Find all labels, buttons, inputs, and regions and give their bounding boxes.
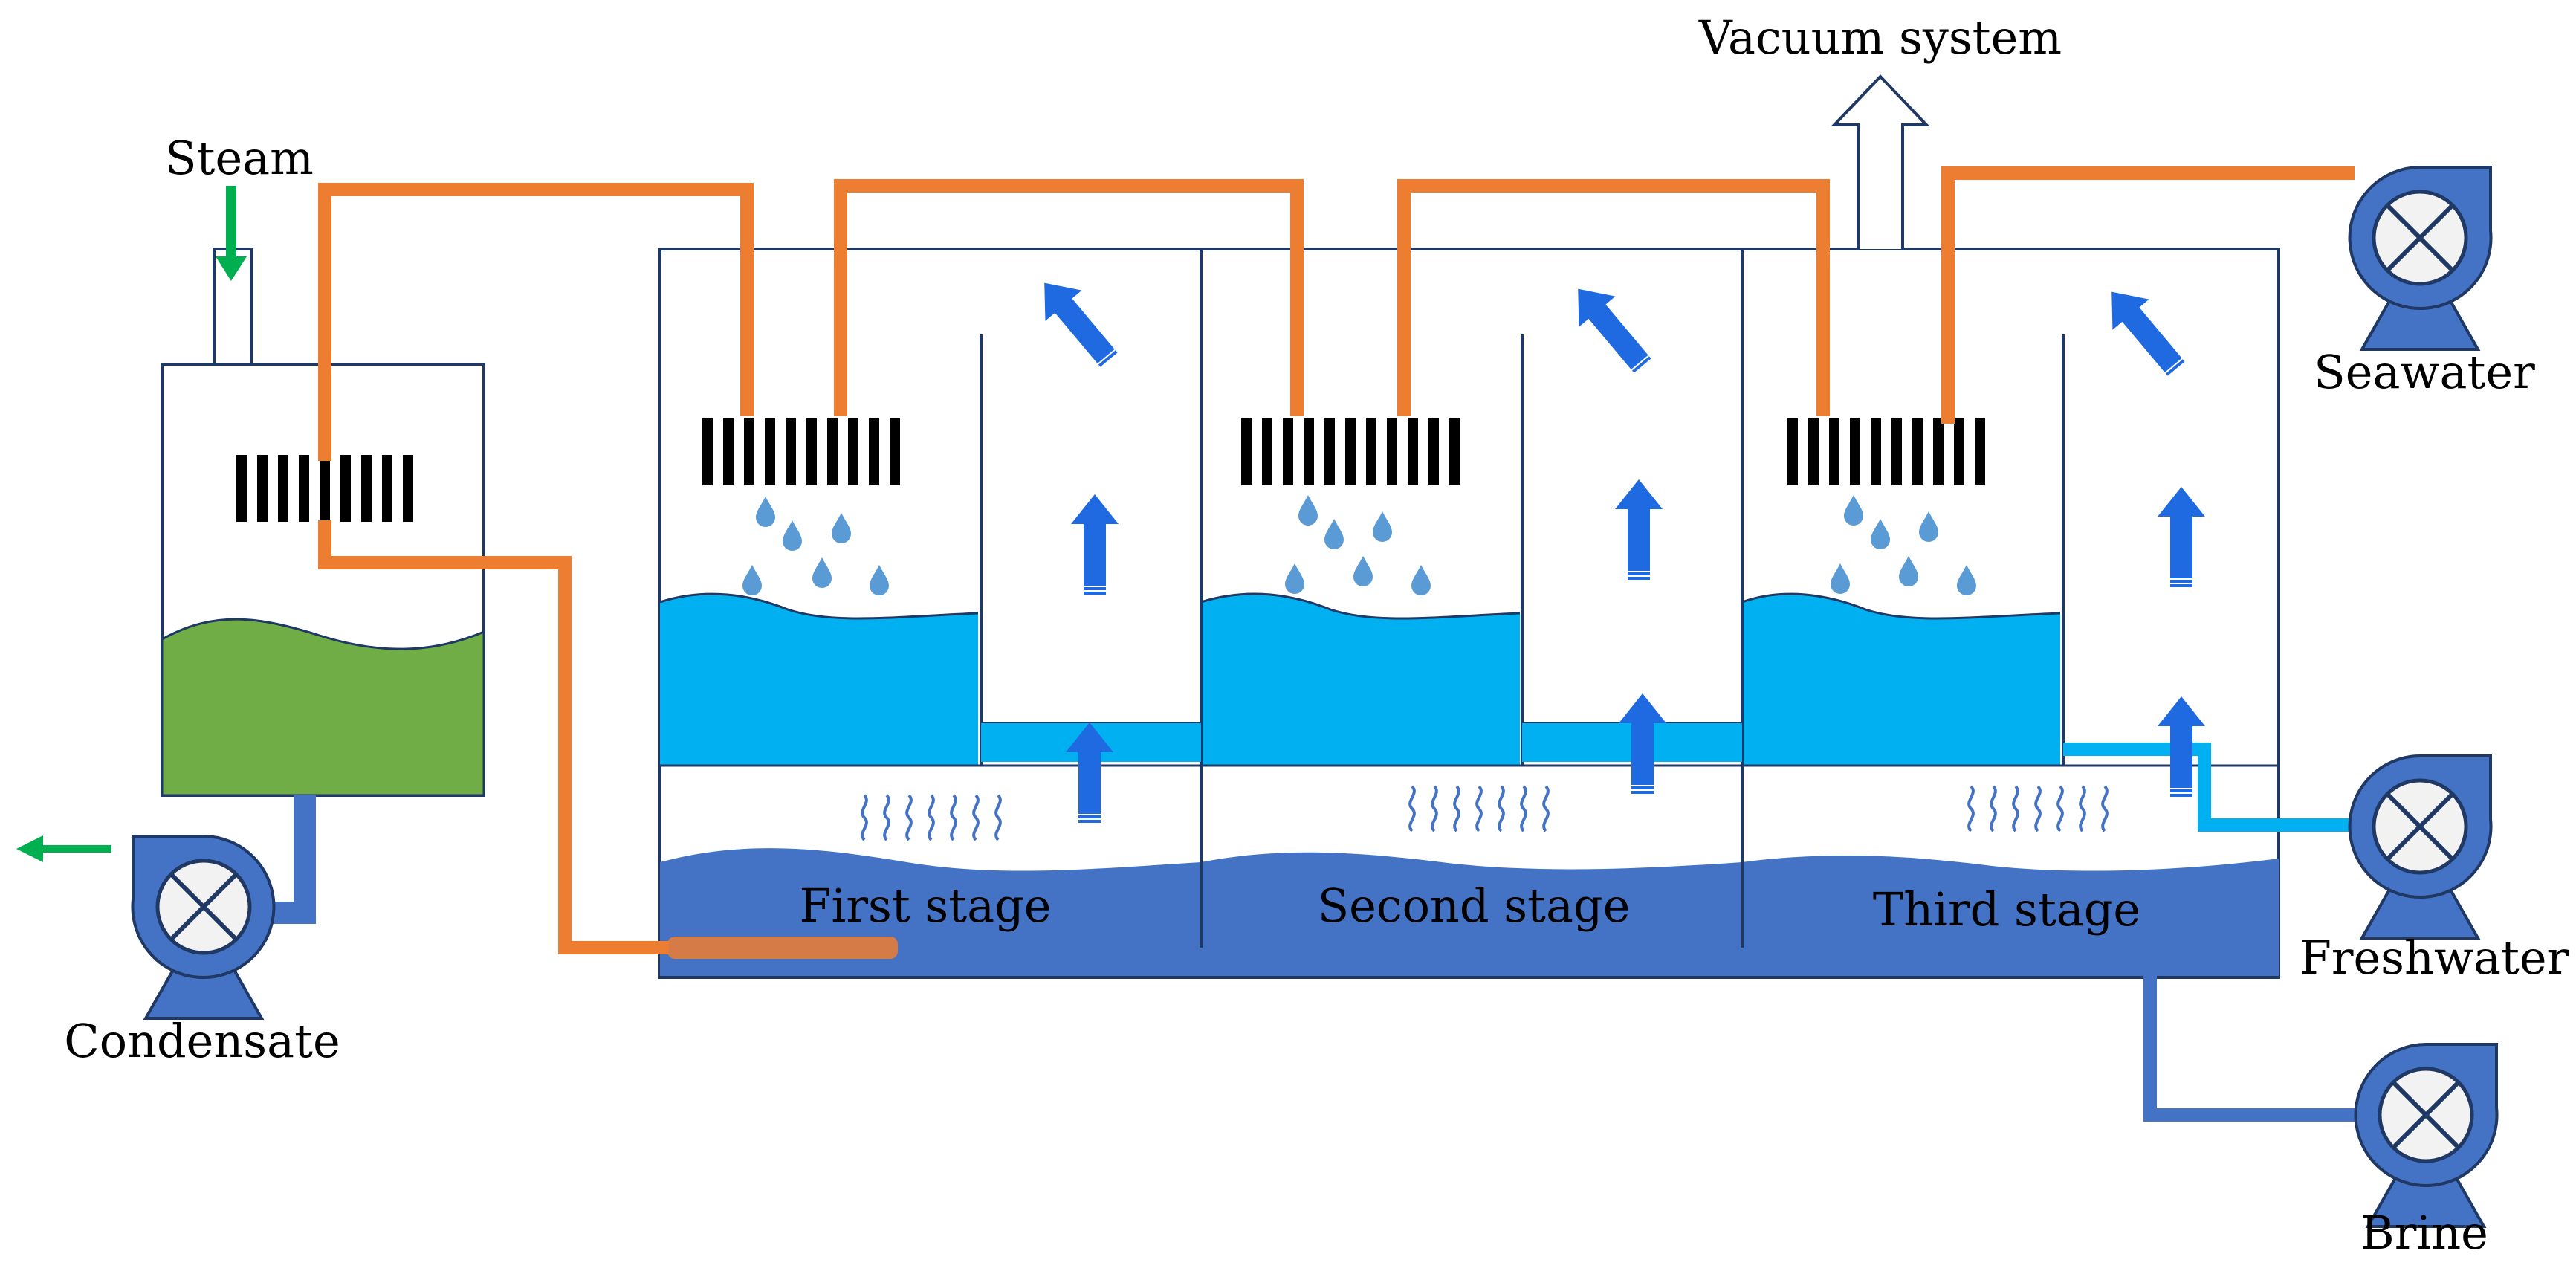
stage-label-second: Second stage [1318,879,1631,933]
seawater-label: Seawater [2314,345,2535,399]
stage-label-first: First stage [799,879,1051,933]
freshwater-label: Freshwater [2300,931,2569,985]
vacuum-system-label: Vacuum system [1698,10,2062,65]
steam-arrow-icon [216,186,247,281]
heating-pipes [318,166,2355,954]
stage-label-third: Third stage [1873,882,2140,937]
condensate-label: Condensate [64,1014,340,1068]
vacuum-outlet-arrow-icon [1831,74,1930,249]
brine-label: Brine [2360,1206,2488,1260]
tube-bundle-icon [236,418,1985,522]
condensate-pool [161,618,485,797]
heating-coil-glow [667,937,898,959]
condensate-outlet-arrow-icon [16,835,111,862]
steam-label: Steam [165,131,314,185]
evaporator-shell [658,248,2280,979]
brine-pipe [2143,976,2363,1122]
